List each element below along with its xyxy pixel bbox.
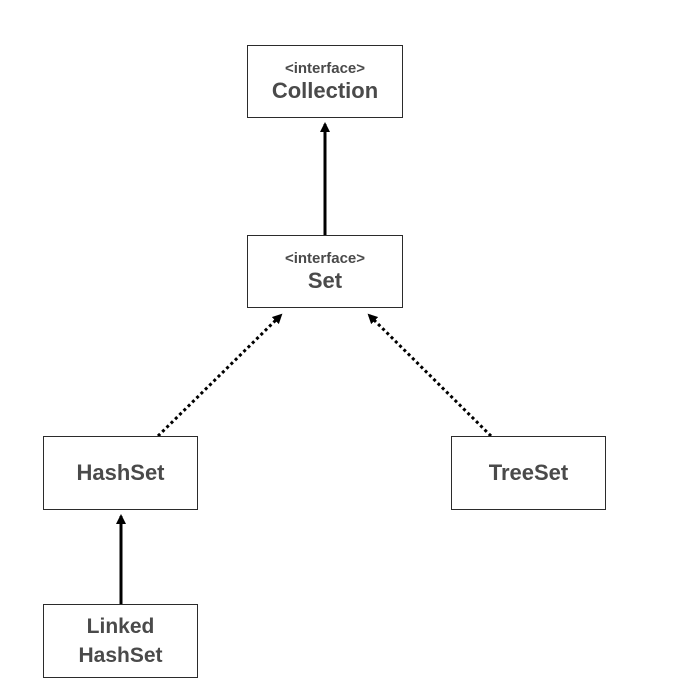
linkedhashset-class-box: Linked HashSet: [43, 604, 198, 678]
collection-stereotype-label: <interface>: [284, 59, 366, 77]
set-name-label: Set: [307, 267, 343, 293]
set-stereotype-label: <interface>: [284, 249, 366, 267]
hashset-class-box: HashSet: [43, 436, 198, 510]
edge-hashset-to-set: [156, 313, 283, 438]
hashset-name-label: HashSet: [76, 460, 165, 485]
linkedhashset-name-line2: HashSet: [78, 644, 163, 667]
set-interface-box: <interface> Set: [247, 235, 403, 308]
treeset-class-box: TreeSet: [451, 436, 606, 510]
linkedhashset-name-line1: Linked: [86, 615, 155, 638]
edge-treeset-to-set: [367, 313, 493, 438]
collection-name-label: Collection: [271, 77, 379, 103]
treeset-name-label: TreeSet: [488, 460, 569, 485]
collection-interface-box: <interface> Collection: [247, 45, 403, 118]
